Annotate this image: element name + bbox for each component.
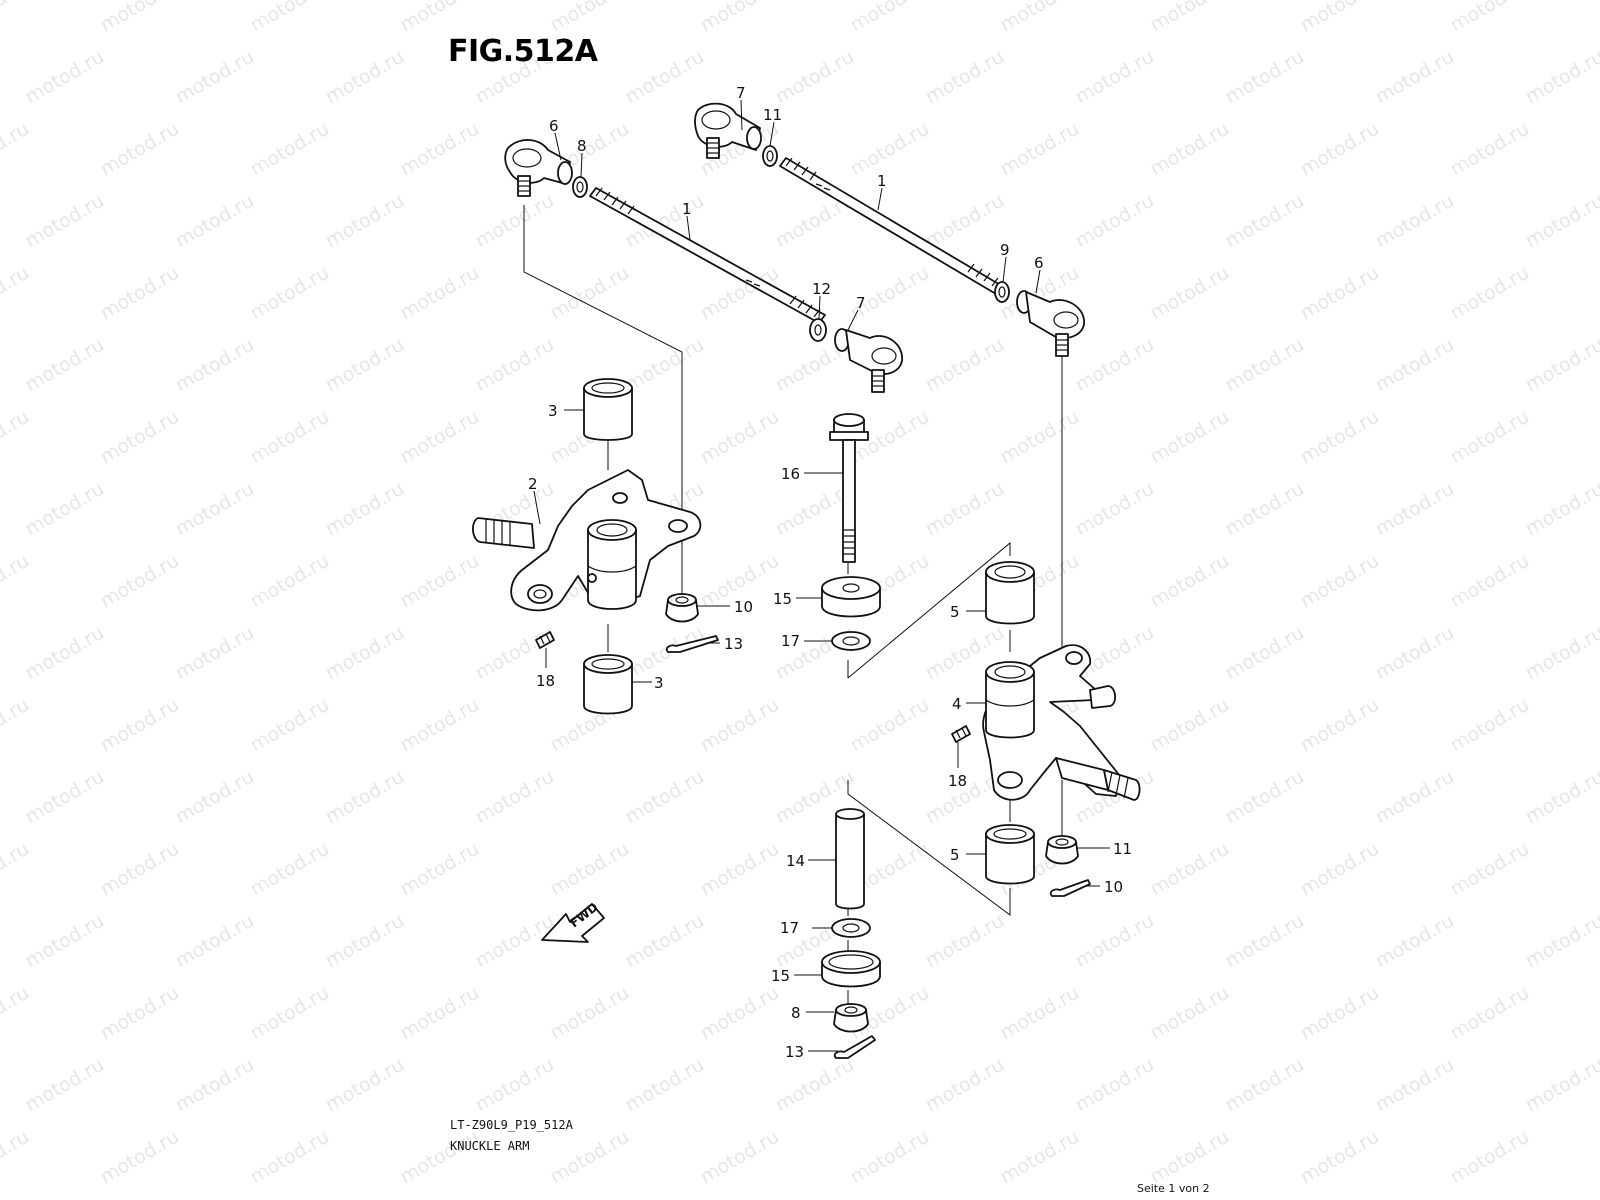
callout-5-lower: 5 (950, 846, 960, 864)
callout-4: 4 (952, 695, 962, 713)
bushing-5-upper (985, 561, 1035, 625)
nut-11-right (762, 145, 778, 167)
bolt-16 (829, 413, 869, 563)
callout-11-right-rod: 11 (763, 106, 782, 124)
cotter-pin-13-right (1049, 879, 1091, 897)
callout-10-right: 11 (1113, 840, 1132, 858)
callout-17-lower: 17 (780, 919, 799, 937)
callout-15-upper: 15 (773, 590, 792, 608)
grease-nipple-18-right (951, 725, 971, 743)
figure-code: LT-Z90L9_P19_512A (450, 1118, 573, 1132)
callout-10-left: 10 (734, 598, 753, 616)
figure-name: KNUCKLE ARM (450, 1139, 530, 1153)
nut-8-left (572, 176, 588, 198)
callout-17-upper: 17 (781, 632, 800, 650)
washer-17-upper (831, 631, 871, 651)
tie-rod-end-6-left (504, 139, 573, 197)
tie-rod-end-6-right (1016, 290, 1085, 357)
callout-9: 8 (791, 1004, 801, 1022)
callout-15-lower: 15 (771, 967, 790, 985)
tie-rod-1-left (589, 187, 826, 324)
tie-rod-1-right (779, 157, 1003, 295)
nut-10-left (665, 593, 699, 623)
callout-14: 14 (786, 852, 805, 870)
callout-12: 13 (785, 1043, 804, 1061)
callout-16: 16 (781, 465, 800, 483)
assembly-lines (523, 205, 1063, 1005)
knuckle-4-right (982, 644, 1141, 801)
callout-13-right: 10 (1104, 878, 1123, 896)
bushing-5-lower (985, 824, 1035, 885)
callout-2: 2 (528, 475, 538, 493)
callout-18-left: 18 (536, 672, 555, 690)
callout-1-left: 1 (682, 200, 692, 218)
callout-8-right: 9 (1000, 241, 1010, 259)
bushing-3-lower (583, 654, 633, 715)
callout-7-left-rod: 7 (856, 294, 866, 312)
callout-3-upper: 3 (548, 402, 558, 420)
nut-11-left (809, 318, 827, 342)
callout-7-right-rod: 7 (736, 84, 746, 102)
callout-6-left: 6 (549, 117, 559, 135)
callout-leaders (533, 99, 1110, 1052)
page-indicator: Seite 1 von 2 (1137, 1182, 1210, 1195)
callout-11-left-rod: 12 (812, 280, 831, 298)
callout-3-lower: 3 (654, 674, 664, 692)
nut-8-right (994, 281, 1010, 303)
bushing-3-upper (583, 378, 633, 441)
callout-13-left: 13 (724, 635, 743, 653)
cotter-pin-12 (833, 1035, 876, 1059)
callout-1-right: 1 (877, 172, 887, 190)
knuckle-2-left (472, 469, 702, 612)
callout-8-left: 8 (577, 137, 587, 155)
figure-title: FIG.512A (448, 34, 598, 69)
callout-18-right: 18 (948, 772, 967, 790)
watermark-text: motod.ru (1597, 0, 1600, 36)
tie-rod-end-7-left (834, 328, 903, 393)
grease-nipple-18-left (535, 631, 555, 649)
fwd-arrow-icon: FWD (541, 900, 605, 943)
callout-5-upper: 5 (950, 603, 960, 621)
nut-9 (833, 1003, 869, 1033)
callout-6-right: 6 (1034, 254, 1044, 272)
nut-10-right (1045, 835, 1079, 865)
washer-17-lower (831, 918, 871, 938)
cotter-pin-13-left (665, 635, 719, 653)
spacer-15-upper (821, 576, 881, 618)
spacer-15-lower (821, 950, 881, 988)
callout-labels: 6 8 1 7 11 1 9 6 12 7 3 2 16 15 17 10 13… (528, 84, 1132, 1061)
tie-rod-end-7-right (694, 102, 762, 159)
pipe-14 (835, 808, 865, 910)
